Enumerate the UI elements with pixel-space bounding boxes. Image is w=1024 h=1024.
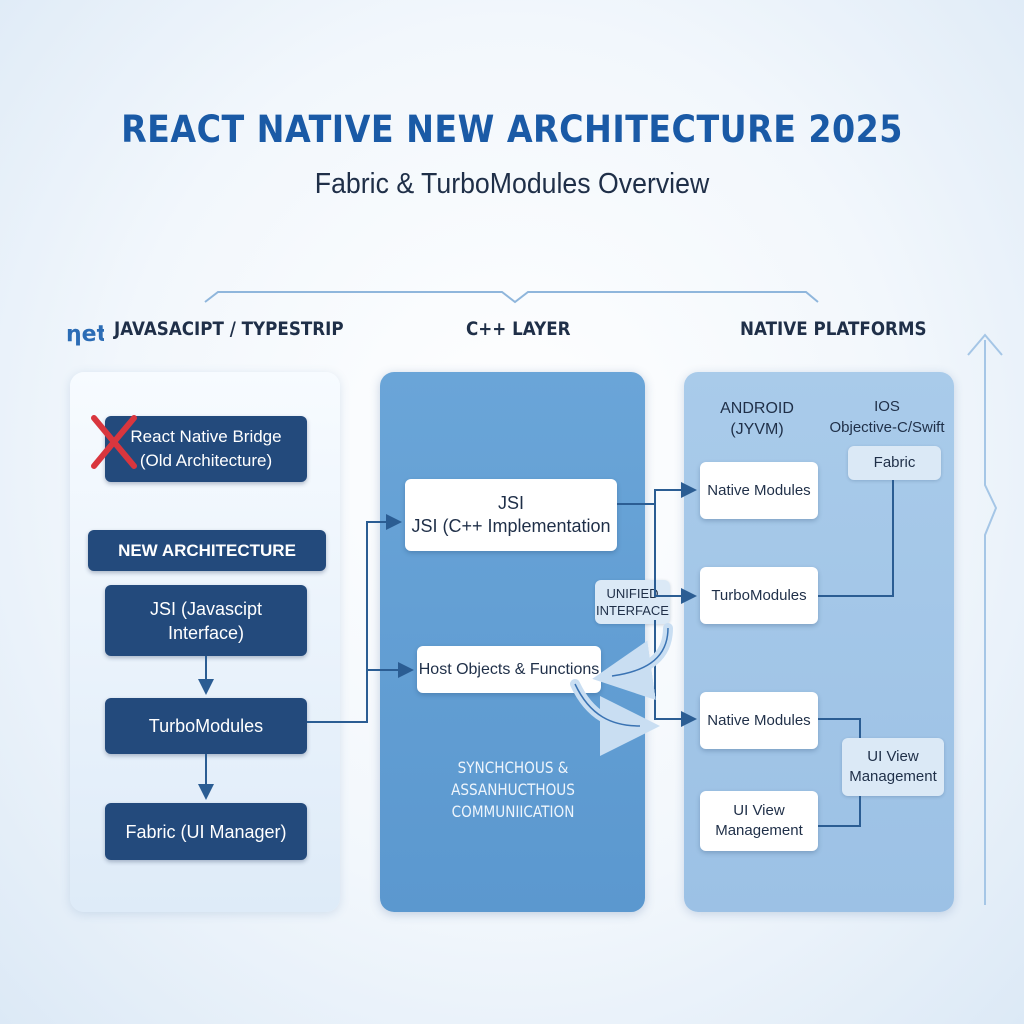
- ui-view-management-box-1: UI View Management: [842, 738, 944, 796]
- column-header-cpp: C++ LAYER: [466, 318, 571, 340]
- unified-interface-label: UNIFIED INTERFACE: [595, 580, 670, 624]
- android-label: ANDROID (JYVM): [720, 400, 794, 438]
- diagram-title: REACT NATIVE NEW ARCHITECTURE 2025: [121, 108, 903, 151]
- ui-view-management-box-2: UI View Management: [700, 791, 818, 851]
- new-architecture-label: NEW ARCHITECTURE: [88, 530, 326, 571]
- communication-label: SYNCHCHOUS & ASSANHUCTHOUS COMMUNIICATIO…: [451, 758, 575, 821]
- bridge-box: React Native Bridge (Old Architecture): [105, 416, 307, 482]
- ios-fabric-box: Fabric: [848, 446, 941, 480]
- svg-text:ηet: ηet: [66, 322, 104, 347]
- column-header-js: JAVASACIPT / TYPESTRIP: [114, 318, 344, 340]
- react-logo-icon: ηet: [66, 318, 108, 353]
- ios-label: IOS Objective-C/Swift: [829, 398, 945, 436]
- diagram-subtitle: Fabric & TurboModules Overview: [314, 168, 710, 200]
- cross-mark-icon: [86, 412, 142, 477]
- js-turbomodules-box: TurboModules: [105, 698, 307, 754]
- column-header-native: NATIVE PLATFORMS: [740, 318, 927, 340]
- js-fabric-box: Fabric (UI Manager): [105, 803, 307, 860]
- native-modules-box-2: Native Modules: [700, 692, 818, 749]
- native-modules-box-1: Native Modules: [700, 462, 818, 519]
- cpp-jsi-box: JSI JSI (C++ Implementation: [405, 479, 617, 551]
- native-turbomodules-box: TurboModules: [700, 567, 818, 624]
- js-jsi-box: JSI (Javascipt Interface): [105, 585, 307, 656]
